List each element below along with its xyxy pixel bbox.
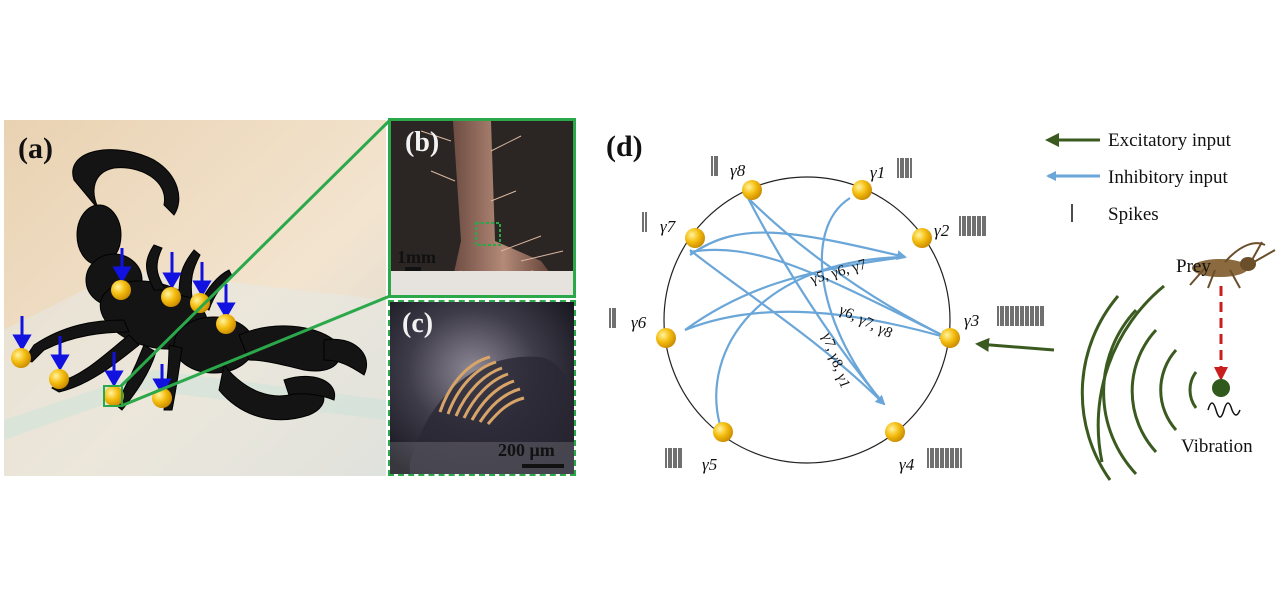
leg-closeup-illustration <box>391 121 573 295</box>
spike-train-gamma6 <box>609 308 616 328</box>
prey-label: Prey <box>1176 256 1211 277</box>
spike-trains <box>609 156 1044 468</box>
neuron-gamma3-node <box>940 328 960 348</box>
vibration-label: Vibration <box>1181 436 1253 457</box>
spike-train-gamma3 <box>997 306 1044 326</box>
neuron-gamma1-node <box>852 180 872 200</box>
neuron-ring <box>663 176 951 464</box>
panel-c-slit-sensilla-photo: (c) 200 μm <box>388 300 576 476</box>
vibration-source-dot <box>1212 379 1230 397</box>
neuron-gamma1-label: γ1 <box>870 163 885 182</box>
spike-train-gamma8 <box>711 156 718 176</box>
spike-train-gamma5 <box>665 448 682 468</box>
scorpion-illustration <box>4 120 386 476</box>
vibration-wave-arcs <box>1080 284 1198 481</box>
prey-cricket-icon <box>1189 241 1276 289</box>
panel-d-label: (d) <box>606 130 643 163</box>
neuron-gamma5-label: γ5 <box>702 455 717 474</box>
neuron-gamma7-label: γ7 <box>660 217 677 236</box>
legend-excitatory-label: Excitatory input <box>1108 130 1232 151</box>
spike-train-gamma2 <box>959 216 986 236</box>
panel-b-scale-label: 1mm <box>397 247 436 267</box>
spike-train-gamma7 <box>642 212 647 232</box>
legend: Excitatory input Inhibitory input Spikes <box>1045 130 1232 225</box>
legend-inhibitory-label: Inhibitory input <box>1108 167 1229 188</box>
neuron-gamma2-label: γ2 <box>934 221 950 240</box>
neuron-gamma6-node <box>656 328 676 348</box>
neuron-gamma8-label: γ8 <box>730 161 746 180</box>
panel-a-scorpion-photo: (a) <box>4 120 386 476</box>
neuron-gamma2-node <box>912 228 932 248</box>
neuron-gamma4-node <box>885 422 905 442</box>
legend-spikes-label: Spikes <box>1108 204 1159 225</box>
panel-c-scale-label: 200 μm <box>498 440 555 460</box>
panel-b-label: (b) <box>405 127 440 158</box>
neuron-gamma5-node <box>713 422 733 442</box>
vibration-wave-icon <box>1207 402 1241 418</box>
excitatory-input-arrow <box>975 337 1055 352</box>
spike-train-gamma1 <box>897 158 912 178</box>
neuron-gamma7-node <box>685 228 705 248</box>
panel-a-label: (a) <box>18 132 53 165</box>
spike-train-gamma4 <box>927 448 962 468</box>
slit-sensilla-illustration <box>390 302 574 474</box>
panel-c-label: (c) <box>402 308 434 339</box>
neuron-gamma6-label: γ6 <box>631 313 647 332</box>
connection-label-to-gamma4: γ7, γ8, γ1 <box>818 330 853 390</box>
neuron-gamma8-node <box>742 180 762 200</box>
panel-b-leg-photo: (b) 1mm <box>388 118 576 298</box>
neuron-gamma3-label: γ3 <box>964 311 979 330</box>
neuron-gamma4-label: γ4 <box>899 455 915 474</box>
inhibitory-connections <box>684 197 950 426</box>
